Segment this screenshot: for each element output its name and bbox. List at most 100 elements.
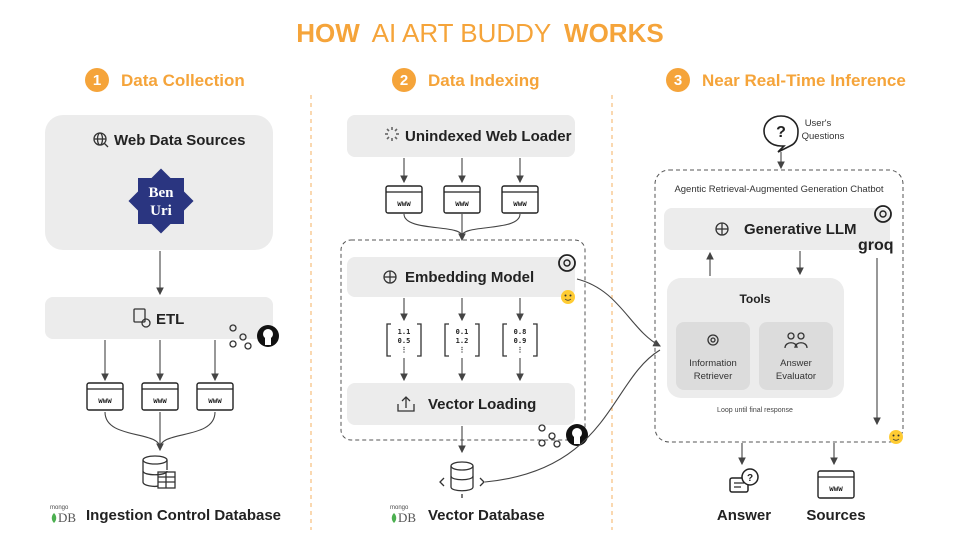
section-number: 3 (674, 72, 682, 89)
www-page-icon: www (817, 470, 855, 499)
vector-loading-box (347, 383, 575, 425)
title-prefix: HOW (296, 18, 360, 48)
www-page-icon: www (501, 185, 539, 214)
logo-text-bottom: Uri (150, 203, 172, 219)
www-label: www (98, 396, 112, 405)
answer-evaluator-box (759, 322, 833, 390)
mongo-small-text: mongo (50, 505, 69, 511)
ingestion-db-label: Ingestion Control Database (86, 507, 281, 524)
retriever-label-line2: Retriever (694, 371, 733, 382)
mongo-small-text: mongo (390, 505, 409, 511)
tools-label: Tools (739, 292, 770, 306)
gear-search-icon (707, 334, 719, 346)
svg-text:?: ? (747, 473, 753, 484)
etl-gears-icon (133, 308, 151, 328)
www-page-icon: www (443, 185, 481, 214)
evaluator-label-line1: Answer (780, 358, 812, 369)
section-header-3: 3 Near Real-Time Inference (666, 68, 906, 92)
logo-text-top: Ben (148, 185, 174, 201)
vector-value: 0.8 (514, 328, 527, 336)
section-number-badge (85, 68, 109, 92)
answer-chat-icon: ? (729, 468, 759, 493)
vector-value: 1.1 (398, 328, 411, 336)
vector-icon: 0.8 0.9 ⋮ (502, 323, 538, 357)
etl-box (45, 297, 273, 339)
upload-icon (397, 396, 415, 412)
web-data-sources-label: Web Data Sources (114, 132, 245, 149)
mongodb-logo: mongo DB (390, 505, 416, 525)
vector-db-label: Vector Database (428, 507, 545, 524)
www-page-icon: www (385, 185, 423, 214)
vector-database-icon (439, 461, 485, 498)
section-label: Data Indexing (428, 71, 539, 90)
mongo-db-text: DB (398, 510, 416, 525)
www-label: www (397, 199, 411, 208)
section-number-badge (392, 68, 416, 92)
database-table-icon (142, 455, 176, 489)
edge-vectordb-to-retriever (484, 349, 661, 483)
www-label: www (513, 199, 527, 208)
groq-logo: groq (858, 237, 894, 254)
etl-label: ETL (156, 311, 184, 328)
section-label: Near Real-Time Inference (702, 71, 906, 90)
vector-value: 1.2 (456, 337, 469, 345)
web-loader-label: Unindexed Web Loader (405, 128, 572, 145)
vector-icon: 1.1 0.5 ⋮ (386, 323, 422, 357)
openai-icon (558, 254, 576, 272)
mongo-db-text: DB (58, 510, 76, 525)
openai-icon (874, 205, 892, 223)
section-header-1: 1 Data Collection (85, 68, 245, 92)
vector-value: 0.9 (514, 337, 527, 345)
information-retriever-box (676, 322, 750, 390)
brain-chip-icon (383, 270, 397, 284)
www-label: www (455, 199, 469, 208)
airflow-icon (229, 324, 252, 350)
edge-www-1-to-embed (403, 213, 463, 237)
section-number-badge (666, 68, 690, 92)
globe-search-icon (93, 132, 109, 148)
huggingface-icon (561, 290, 575, 304)
loop-label: Loop until final response (717, 407, 793, 414)
edge-www-3-to-db (159, 411, 216, 449)
www-page-icon: www (196, 382, 234, 411)
svg-text:?: ? (776, 124, 786, 141)
answer-label: Answer (717, 507, 771, 524)
retriever-label-line1: Information (689, 358, 737, 369)
sources-label: Sources (806, 507, 865, 524)
section-number: 1 (93, 72, 101, 89)
loading-spinner-icon (385, 127, 399, 141)
github-icon (257, 325, 279, 347)
indexing-pipeline-group (340, 239, 586, 441)
vector-value: 0.1 (456, 328, 469, 336)
question-label-line2: Questions (802, 131, 845, 142)
vector-value: 0.5 (398, 337, 411, 345)
mongo-leaf-icon (391, 513, 397, 523)
www-page-icon: www (141, 382, 179, 411)
huggingface-icon (889, 430, 903, 444)
github-icon (566, 424, 588, 446)
mongodb-logo: mongo DB (50, 505, 76, 525)
title-suffix: WORKS (564, 18, 664, 48)
www-label: www (829, 484, 843, 493)
section-label: Data Collection (121, 71, 245, 90)
www-label: www (208, 396, 222, 405)
chatbot-label: Agentic Retrieval-Augmented Generation C… (674, 184, 883, 195)
section-header-2: 2 Data Indexing (392, 68, 539, 92)
mongo-leaf-icon (51, 513, 57, 523)
diagram-title: HOW AI ART BUDDY WORKS (296, 18, 663, 48)
brain-chip-icon (715, 222, 729, 236)
vector-loading-label: Vector Loading (428, 396, 536, 413)
edge-www-3-to-embed (461, 213, 521, 237)
generative-llm-label: Generative LLM (744, 221, 857, 238)
edge-www-1-to-db (104, 411, 161, 449)
people-check-icon (784, 332, 808, 349)
embedding-model-label: Embedding Model (405, 269, 534, 286)
question-label-line1: User's (805, 118, 832, 129)
embedding-model-box (347, 257, 575, 297)
www-page-icon: www (86, 382, 124, 411)
vector-value: ⋮ (517, 346, 524, 354)
www-label: www (153, 396, 167, 405)
generative-llm-box (664, 208, 890, 250)
web-loader-box (347, 115, 575, 157)
